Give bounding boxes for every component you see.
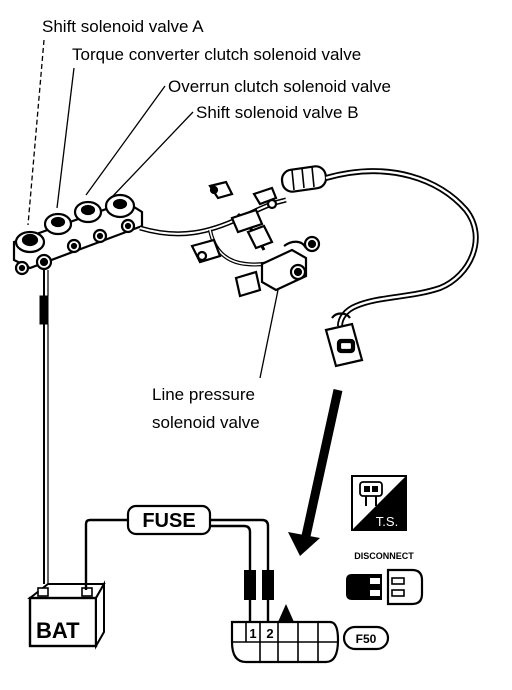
connector-f50: 1 2 (230, 604, 340, 664)
label-torque-converter-clutch-solenoid: Torque converter clutch solenoid valve (72, 45, 361, 64)
fuse: FUSE (126, 504, 212, 536)
f50-badge: F50 (342, 625, 390, 651)
pin-2: 2 (266, 626, 273, 641)
leader-shift-a (27, 39, 45, 226)
connector-icon (359, 481, 383, 506)
f50-label: F50 (356, 632, 377, 646)
disconnect-icon (346, 568, 424, 606)
battery-wire-solenoid (39, 268, 49, 584)
ts-badge: T.S. (351, 475, 407, 531)
fuse-label: FUSE (142, 510, 195, 532)
grommet (280, 165, 328, 193)
solenoid-assembly (12, 165, 479, 368)
leader-overrun (85, 85, 166, 196)
ts-label: T.S. (376, 514, 398, 529)
battery: BAT (27, 580, 106, 650)
leader-shift-b (111, 111, 194, 198)
line-pressure-body (260, 248, 308, 292)
probe-2 (262, 570, 274, 600)
disconnect-badge: DISCONNECT (346, 551, 424, 606)
label-shift-solenoid-a: Shift solenoid valve A (42, 17, 204, 36)
probe-1 (244, 570, 256, 600)
pointer-arrow (288, 389, 343, 556)
label-shift-solenoid-b: Shift solenoid valve B (196, 103, 359, 122)
leader-tcc (56, 67, 75, 209)
disconnect-label: DISCONNECT (354, 551, 414, 561)
label-line-pressure-2: solenoid valve (152, 413, 260, 432)
leader-lines (27, 39, 279, 379)
label-line-pressure-1: Line pressure (152, 385, 255, 404)
label-overrun-clutch-solenoid: Overrun clutch solenoid valve (168, 77, 391, 96)
battery-label: BAT (36, 618, 80, 643)
fuse-circuit (84, 518, 270, 622)
pin-1: 1 (249, 626, 256, 641)
leader-line-pressure (259, 289, 279, 379)
